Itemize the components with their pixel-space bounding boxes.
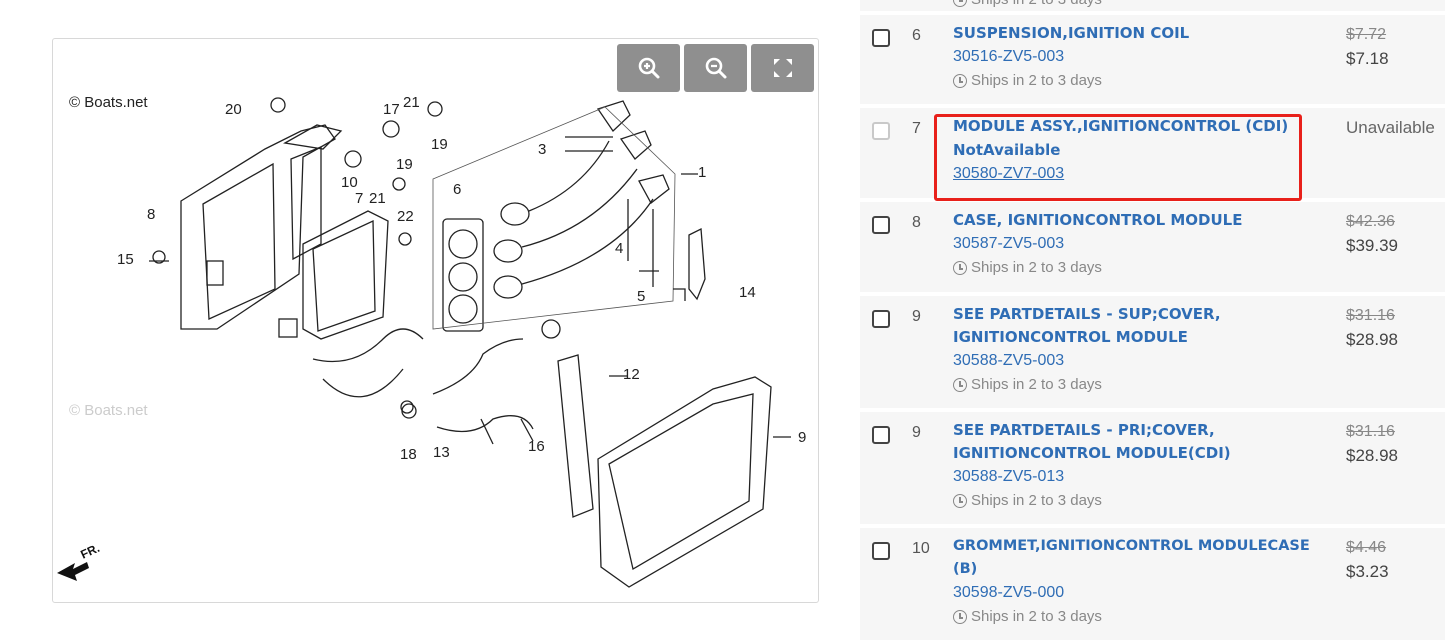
part-name-link[interactable]: SUSPENSION,IGNITION COIL (953, 24, 1190, 42)
callout-22: 22 (397, 208, 414, 225)
ref-number: 7 (912, 120, 921, 137)
fullscreen-button[interactable] (751, 44, 814, 92)
parts-list: Ships in 2 to 3 days 6 SUSPENSION,IGNITI… (860, 0, 1445, 643)
original-price: $7.72 (1346, 26, 1387, 43)
diagram-watermark: © Boats.net (69, 94, 148, 111)
sale-price: $7.18 (1346, 49, 1389, 68)
callout-14: 14 (739, 284, 756, 301)
zoom-out-button[interactable] (684, 44, 747, 92)
ref-number: 6 (912, 27, 921, 44)
front-direction-arrow: FR. (57, 541, 102, 581)
callout-7: 7 (355, 190, 363, 207)
direction-label: FR. (78, 541, 101, 562)
shipping-info: Ships in 2 to 3 days (953, 373, 1333, 397)
clock-icon (953, 378, 967, 392)
clock-icon (953, 74, 967, 88)
callout-21b: 21 (369, 190, 386, 207)
callout-21: 21 (403, 94, 420, 111)
original-price: $42.36 (1346, 213, 1395, 230)
callout-12: 12 (623, 366, 640, 383)
zoom-controls (617, 44, 814, 92)
callout-numbers: 20 17 21 19 3 1 10 21 19 7 22 6 8 15 14 … (117, 94, 806, 463)
clock-icon (953, 0, 967, 7)
list-item: 9 SEE PARTDETAILS - SUP;COVER,IGNITIONCO… (860, 296, 1445, 408)
part-number-link[interactable]: 30588-ZV5-003 (953, 352, 1065, 369)
ignition-coil-part (500, 202, 530, 226)
fullscreen-icon (773, 59, 792, 77)
select-checkbox[interactable] (872, 310, 890, 328)
select-checkbox-disabled (872, 122, 890, 140)
diagram-watermark-faint: © Boats.net (69, 402, 148, 419)
part-number-link[interactable]: 30587-ZV5-003 (953, 235, 1065, 252)
callout-15: 15 (117, 251, 134, 268)
callout-19b: 19 (396, 156, 413, 173)
select-checkbox[interactable] (872, 542, 890, 560)
select-checkbox[interactable] (872, 216, 890, 234)
list-item-partial: Ships in 2 to 3 days (860, 0, 1445, 11)
list-item: 10 GROMMET,IGNITIONCONTROL MODULECASE(B)… (860, 528, 1445, 640)
zoom-in-button[interactable] (617, 44, 680, 92)
list-item: 8 CASE, IGNITIONCONTROL MODULE 30587-ZV5… (860, 202, 1445, 292)
callout-1: 1 (698, 164, 706, 181)
sale-price: $28.98 (1346, 330, 1398, 349)
ref-number: 9 (912, 308, 921, 325)
callout-5: 5 (637, 288, 645, 305)
list-item: 9 SEE PARTDETAILS - PRI;COVER,IGNITIONCO… (860, 412, 1445, 524)
clock-icon (953, 494, 967, 508)
callout-17: 17 (383, 101, 400, 118)
part-number-link[interactable]: 30598-ZV5-000 (953, 584, 1065, 601)
sale-price: $3.23 (1346, 562, 1389, 581)
part-name-link[interactable]: GROMMET,IGNITIONCONTROL MODULECASE(B) (953, 538, 1310, 577)
callout-10: 10 (341, 174, 358, 191)
select-checkbox[interactable] (872, 29, 890, 47)
callout-8: 8 (147, 206, 155, 223)
clock-icon (953, 610, 967, 624)
part-number-link[interactable]: 30588-ZV5-013 (953, 468, 1065, 485)
callout-16: 16 (528, 438, 545, 455)
cdi-module-part (302, 210, 389, 340)
shipping-info: Ships in 2 to 3 days (953, 0, 1102, 12)
callout-20: 20 (225, 101, 242, 118)
part-name-link[interactable]: MODULE ASSY.,IGNITIONCONTROL (CDI) (953, 117, 1289, 135)
zoom-in-icon (638, 57, 659, 79)
part-name-link[interactable]: CASE, IGNITIONCONTROL MODULE (953, 211, 1243, 229)
callout-18: 18 (400, 446, 417, 463)
grommet-strip-part (557, 354, 594, 518)
unavailable-status: Unavailable (1346, 118, 1435, 137)
cover-part (597, 376, 772, 588)
ref-number: 9 (912, 424, 921, 441)
original-price: $31.16 (1346, 307, 1395, 324)
part-name-link[interactable]: SEE PARTDETAILS - PRI;COVER,IGNITIONCONT… (953, 421, 1231, 462)
shipping-info: Ships in 2 to 3 days (953, 605, 1333, 629)
callout-9: 9 (798, 429, 806, 446)
callout-19: 19 (431, 136, 448, 153)
shipping-info: Ships in 2 to 3 days (953, 489, 1333, 513)
shipping-info: Ships in 2 to 3 days (953, 69, 1333, 93)
original-price: $4.46 (1346, 539, 1387, 556)
callout-4: 4 (615, 240, 623, 257)
zoom-out-icon (705, 57, 726, 79)
sale-price: $39.39 (1346, 236, 1398, 255)
part-name-link[interactable]: SEE PARTDETAILS - SUP;COVER,IGNITIONCONT… (953, 305, 1221, 346)
ref-number: 8 (912, 214, 921, 231)
callout-6: 6 (453, 181, 461, 198)
clock-icon (953, 261, 967, 275)
sale-price: $28.98 (1346, 446, 1398, 465)
ref-number: 10 (912, 540, 930, 557)
part-number-link[interactable]: 30580-ZV7-003 (953, 165, 1065, 182)
coil-suspension-part (442, 218, 484, 332)
select-checkbox[interactable] (872, 426, 890, 444)
callout-13: 13 (433, 444, 450, 461)
exploded-parts-diagram[interactable]: 20 17 21 19 3 1 10 21 19 7 22 6 8 15 14 … (53, 39, 818, 602)
list-item: 6 SUSPENSION,IGNITION COIL 30516-ZV5-003… (860, 15, 1445, 104)
part-number-link[interactable]: 30516-ZV5-003 (953, 48, 1065, 65)
parts-diagram-panel: 20 17 21 19 3 1 10 21 19 7 22 6 8 15 14 … (52, 38, 819, 603)
not-available-label: NotAvailable (953, 141, 1061, 159)
shipping-info: Ships in 2 to 3 days (953, 256, 1333, 280)
callout-3: 3 (538, 141, 546, 158)
original-price: $31.16 (1346, 423, 1395, 440)
list-item-unavailable: 7 MODULE ASSY.,IGNITIONCONTROL (CDI) Not… (860, 108, 1445, 198)
